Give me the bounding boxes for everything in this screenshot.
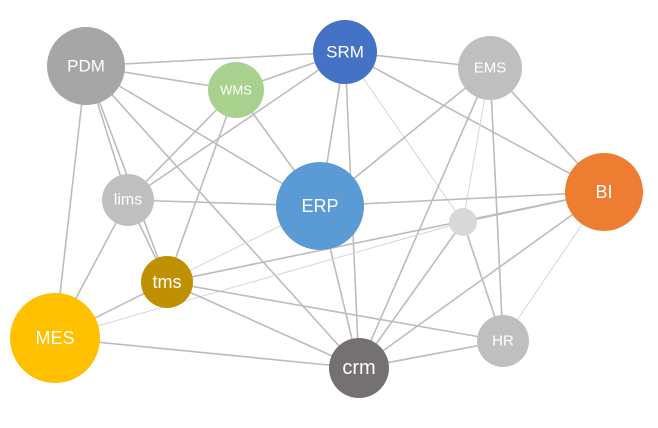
node-lims: lims <box>102 174 154 226</box>
node-label-srm: SRM <box>326 43 364 62</box>
edge-mes-crm <box>54 337 360 369</box>
node-hr: HR <box>477 315 529 367</box>
edge-srm-bi <box>344 51 605 193</box>
node-srm: SRM <box>313 20 377 84</box>
node-small <box>449 208 477 236</box>
edge-srm-lims <box>127 51 346 201</box>
edge-wms-tms <box>166 89 237 283</box>
edge-pdm-srm <box>85 51 346 67</box>
node-circle-tms <box>141 256 193 308</box>
node-label-pdm: PDM <box>67 57 105 76</box>
node-circle-wms <box>208 62 264 118</box>
edge-pdm-crm <box>85 65 360 369</box>
node-circle-pdm <box>47 27 125 105</box>
node-circle-ems <box>458 36 522 100</box>
node-circle-erp <box>276 162 364 250</box>
edge-small-mes <box>54 221 464 339</box>
node-label-tms: tms <box>153 272 182 292</box>
node-circle-small <box>449 208 477 236</box>
node-circle-lims <box>102 174 154 226</box>
node-mes: MES <box>10 293 100 383</box>
node-wms: WMS <box>208 62 264 118</box>
edge-ems-crm <box>358 67 491 369</box>
node-ems: EMS <box>458 36 522 100</box>
node-erp: ERP <box>276 162 364 250</box>
node-circle-crm <box>329 338 389 398</box>
edge-tms-hr <box>166 281 504 342</box>
node-label-lims: lims <box>114 192 142 209</box>
node-label-bi: BI <box>595 182 612 202</box>
node-label-erp: ERP <box>301 196 338 216</box>
node-label-crm: crm <box>342 357 375 379</box>
node-circle-hr <box>477 315 529 367</box>
node-pdm: PDM <box>47 27 125 105</box>
node-circle-mes <box>10 293 100 383</box>
node-bi: BI <box>565 153 643 231</box>
node-label-hr: HR <box>492 333 514 350</box>
edge-bi-tms <box>166 191 605 283</box>
edge-pdm-mes <box>54 65 87 339</box>
node-tms: tms <box>141 256 193 308</box>
edge-bi-crm <box>358 191 605 369</box>
node-circle-srm <box>313 20 377 84</box>
edge-tms-crm <box>166 281 360 369</box>
edge-erp-bi <box>319 191 605 207</box>
node-circle-bi <box>565 153 643 231</box>
edge-ems-hr <box>489 67 504 342</box>
node-label-ems: EMS <box>474 60 507 77</box>
node-crm: crm <box>329 338 389 398</box>
node-label-mes: MES <box>35 328 74 348</box>
node-label-wms: WMS <box>220 83 252 98</box>
edge-pdm-erp <box>85 65 321 207</box>
